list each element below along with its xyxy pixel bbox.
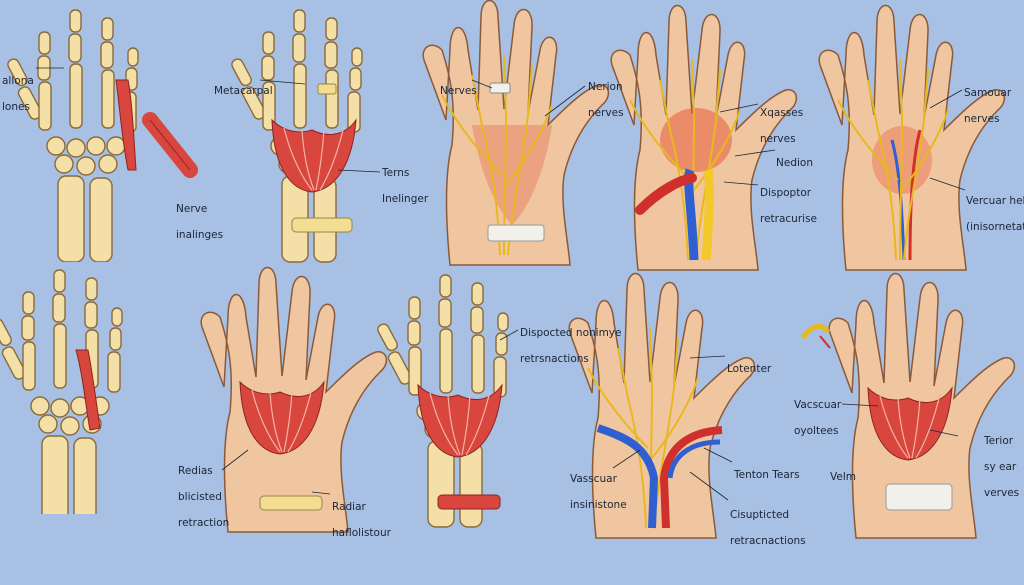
panel-3-nerve-hand xyxy=(422,0,610,266)
label-line: haflolistour xyxy=(332,527,391,539)
label-line: retraction xyxy=(178,517,230,529)
label-line: Radiar xyxy=(332,501,366,513)
label-line: Nerion xyxy=(588,81,623,93)
label-line: Vercuar hela xyxy=(966,195,1024,207)
label-line: nerves xyxy=(964,113,1000,125)
label-line: Vacscuar xyxy=(794,399,842,411)
label-line: insinistone xyxy=(570,499,627,511)
label-p10-a: Vacscuar oyoltees xyxy=(794,386,841,451)
label-p10-b: Velm xyxy=(830,458,856,497)
label-p9-c: Tenton Tears xyxy=(734,456,800,495)
panel-2-muscle-hand xyxy=(229,9,363,263)
label-p3-a: Nerves xyxy=(440,72,477,111)
label-line: (inisornetation xyxy=(966,221,1024,233)
label-p2-a: Metacarpal xyxy=(214,72,273,111)
panel-9-vessel-hand xyxy=(568,272,756,539)
label-line: Nerve xyxy=(176,203,208,215)
label-p9-b: Vasscuar insinistone xyxy=(570,460,627,525)
panel-4-vessel-hand xyxy=(610,4,798,271)
label-p5-b: Vercuar hela (inisornetation xyxy=(966,182,1024,247)
label-line: retracnactions xyxy=(730,535,806,547)
label-line: Tenton Tears xyxy=(734,469,800,481)
label-line: Xqasses xyxy=(760,107,804,119)
panel-6-skeleton-hand xyxy=(0,269,123,532)
label-line: inalinges xyxy=(176,229,224,241)
label-p2-b: Terns Inelinger xyxy=(382,154,428,219)
label-line: Metacarpal xyxy=(214,85,273,97)
label-line: Nerves xyxy=(440,85,477,97)
label-p3-b: Nerion nerves xyxy=(588,68,624,133)
label-p5-a: Samouar nerves xyxy=(964,74,1011,139)
label-p4-a: Xqasses nerves xyxy=(760,94,803,159)
label-line: Terns xyxy=(382,167,410,179)
label-line: blicisted xyxy=(178,491,222,503)
label-line: oyoltees xyxy=(794,425,839,437)
label-line: Redias xyxy=(178,465,213,477)
label-line: Velm xyxy=(830,471,856,483)
label-p4-c: Dispoptor retracurise xyxy=(760,174,817,239)
label-p9-d: Cisupticted retracnactions xyxy=(730,496,806,561)
label-p4-b: Nedion xyxy=(776,144,813,183)
label-line: Dispoptor xyxy=(760,187,812,199)
panel-1-skeleton-hand xyxy=(5,9,198,272)
label-line: Lotenter xyxy=(727,363,772,375)
label-line: Inelinger xyxy=(382,193,429,205)
label-line: retrsnactions xyxy=(520,353,589,365)
label-p1-a: allona lones xyxy=(2,62,34,127)
label-line: lones xyxy=(2,101,30,113)
label-line: Nedion xyxy=(776,157,813,169)
label-line: Terior xyxy=(984,435,1014,447)
label-line: Samouar xyxy=(964,87,1012,99)
label-line: allona xyxy=(2,75,34,87)
panel-10-bandaged-hand xyxy=(800,272,1016,539)
label-line: retracurise xyxy=(760,213,818,225)
label-line: sy ear xyxy=(984,461,1017,473)
label-line: Dispocted nonimye xyxy=(520,327,622,339)
label-p10-c: Terior sy ear verves xyxy=(984,422,1019,513)
label-line: verves xyxy=(984,487,1020,499)
panel-7-muscle-hand xyxy=(200,266,388,533)
label-p6-a: Redias blicisted retraction xyxy=(178,452,229,543)
label-line: nerves xyxy=(588,107,624,119)
label-line: Cisupticted xyxy=(730,509,790,521)
panel-8-muscle-hand xyxy=(375,274,509,528)
label-p1-b: Nerve inalinges xyxy=(176,190,223,255)
label-line: Vasscuar xyxy=(570,473,617,485)
label-line: nerves xyxy=(760,133,796,145)
label-p8-a: Dispocted nonimye retrsnactions xyxy=(520,314,621,379)
label-p6-b: Radiar haflolistour xyxy=(332,488,391,553)
label-p9-a: Lotenter xyxy=(727,350,771,389)
panel-5-vessel-hand xyxy=(818,4,1006,271)
